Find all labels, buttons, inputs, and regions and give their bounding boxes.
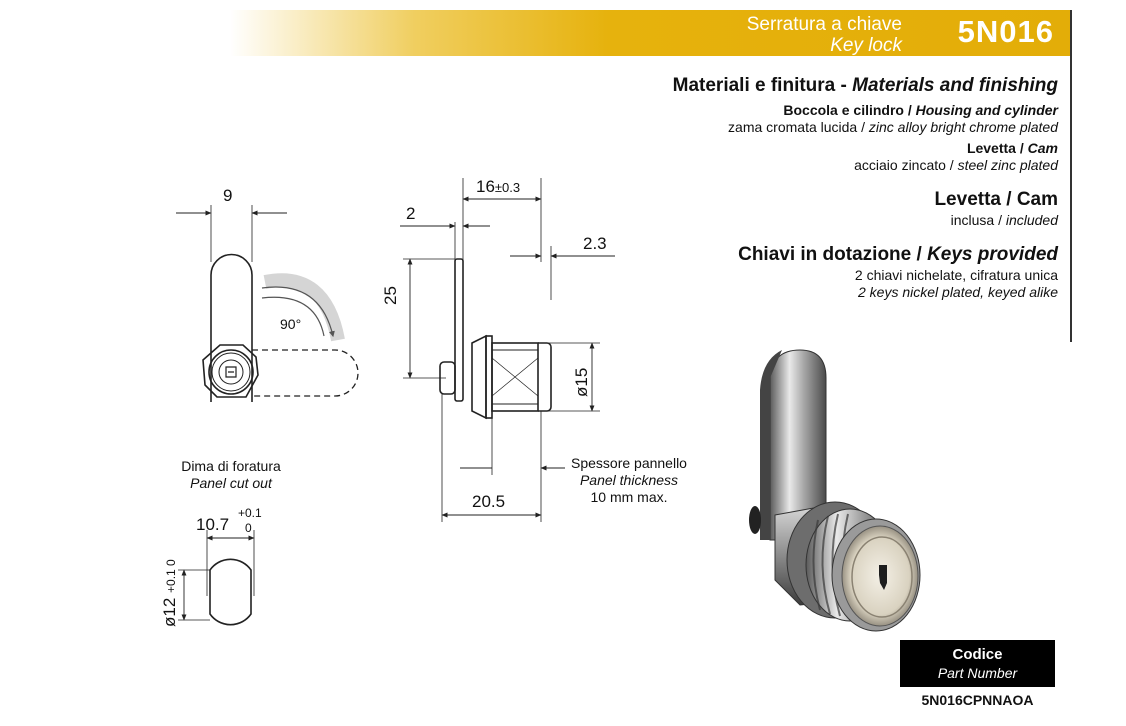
cam-label: Levetta / Cam xyxy=(966,140,1058,156)
part-number-label: Part Number xyxy=(937,665,1018,681)
specs-block: Materiali e finitura - Materials and fin… xyxy=(578,74,1058,301)
dim-cam-height: 25 xyxy=(381,286,400,305)
dim-total-length: 20.5 xyxy=(472,492,506,511)
front-view xyxy=(176,205,359,402)
dim-cutout-width-tol-plus: +0.1 xyxy=(238,506,262,520)
keys-line-1: 2 chiavi nichelate, cifratura unica xyxy=(854,267,1058,283)
side-view xyxy=(400,178,615,522)
dim-cutout-width-tol-minus: 0 xyxy=(245,521,252,535)
header-banner: Serratura a chiave Key lock 5N016 xyxy=(230,10,1070,56)
part-number-value: 5N016CPNNAOA xyxy=(921,692,1034,708)
dim-front-width: 9 xyxy=(223,186,233,205)
dim-diameter: ø15 xyxy=(572,367,591,397)
materials-heading: Materiali e finitura - Materials and fin… xyxy=(672,75,1058,96)
dim-flange: 2.3 xyxy=(583,234,607,253)
vertical-divider xyxy=(1070,10,1072,342)
panel-thickness-label: Spessore pannello Panel thickness 10 mm … xyxy=(571,455,687,505)
housing-value: zama cromata lucida / zinc alloy bright … xyxy=(728,119,1058,135)
cam-heading: Levetta / Cam xyxy=(934,189,1058,210)
dim-cam-thickness: 2 xyxy=(406,204,416,223)
dim-side-length: 16±0.3 xyxy=(476,177,521,196)
cam-included: inclusa / included xyxy=(950,212,1058,228)
product-photo xyxy=(749,349,921,632)
keys-heading: Chiavi in dotazione / Keys provided xyxy=(738,244,1058,265)
dim-cutout-width: 10.7 xyxy=(196,515,230,534)
part-number-box: Codice Part Number xyxy=(900,640,1055,687)
rotation-label: 90° xyxy=(280,316,302,332)
housing-label: Boccola e cilindro / Housing and cylinde… xyxy=(783,102,1058,118)
codice-label: Codice xyxy=(952,646,1003,663)
title-italian: Serratura a chiave xyxy=(746,14,902,35)
product-code: 5N016 xyxy=(957,14,1054,49)
cutout-label: Dima di foratura Panel cut out xyxy=(181,458,281,491)
dim-cutout-height: ø12 +0.1 0 xyxy=(160,559,179,627)
title-english: Key lock xyxy=(830,35,902,56)
cutout-view xyxy=(178,530,255,626)
cam-value: acciaio zincato / steel zinc plated xyxy=(854,157,1058,173)
keys-line-2: 2 keys nickel plated, keyed alike xyxy=(858,284,1058,300)
